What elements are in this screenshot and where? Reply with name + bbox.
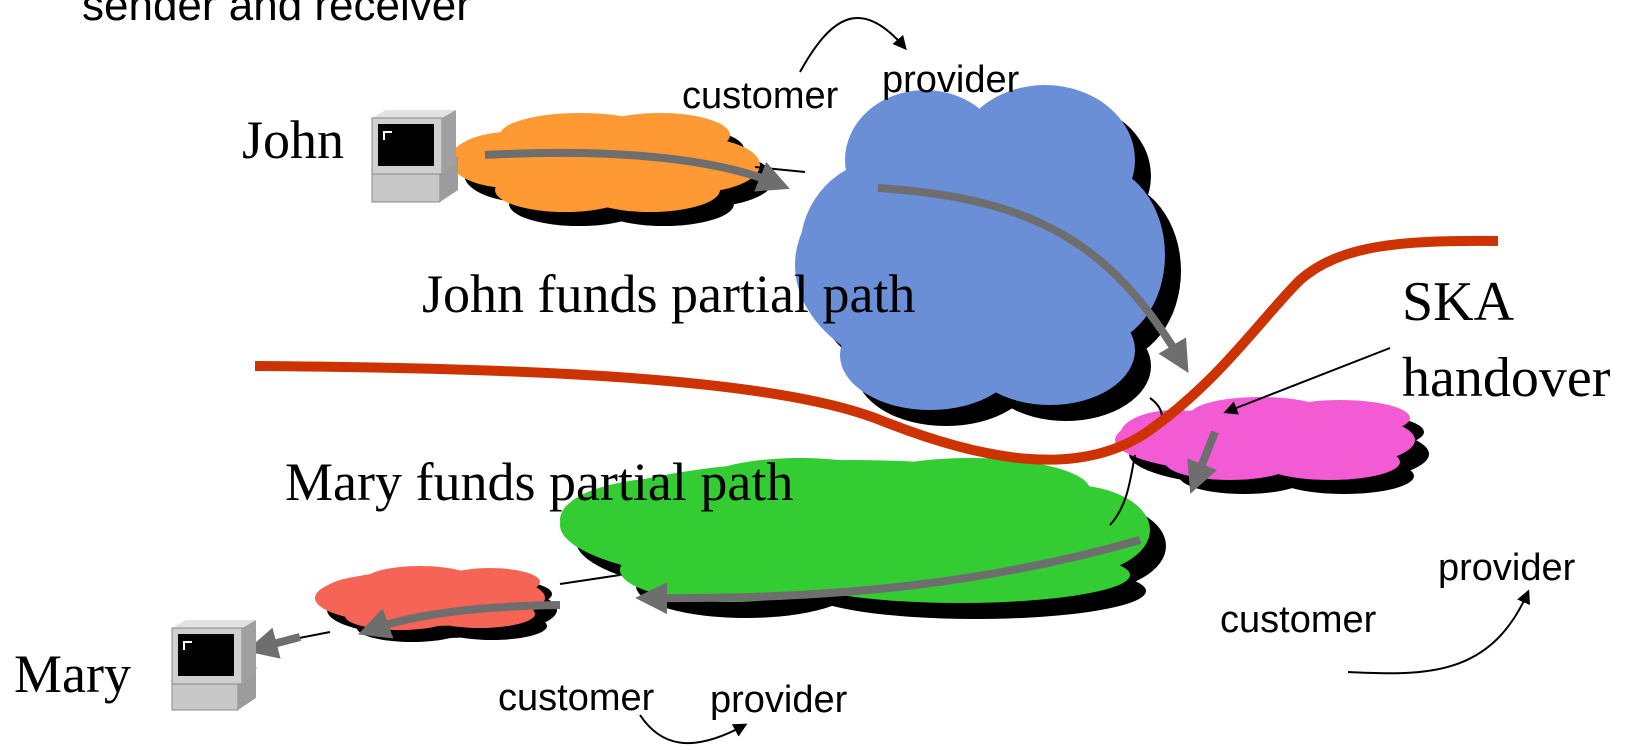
path-arrow-blue [877,184,1189,374]
mary-computer-icon [170,620,258,711]
path-arrow-pink [1187,430,1219,494]
path-arrow-orange [484,148,790,192]
right-customer-label: customer [1220,599,1377,641]
funding-boundary-line [254,235,1499,465]
john-computer-icon [370,110,460,203]
path-arrow-green [635,536,1142,615]
customer-provider-arrow-right [1347,589,1530,675]
pink-cloud [1115,397,1429,494]
path-arrow-red [357,601,561,639]
bottom-customer-label: customer [498,677,655,719]
orange-cloud [450,113,774,226]
john-funds-caption: John funds partial path [422,264,915,324]
top-customer-label: customer [682,75,839,117]
ska-handover-arrow [1223,347,1391,415]
page-heading: sender and receiver [82,0,471,30]
right-provider-label: provider [1438,547,1576,589]
john-label: John [242,110,344,170]
ska-label: SKA [1402,271,1515,333]
link-pink-green [1109,454,1136,526]
path-arrow-mary [245,627,302,659]
link-green-red [559,574,621,585]
blue-cloud [795,85,1181,426]
customer-provider-arrow-bottom [639,714,748,745]
bottom-provider-label: provider [710,679,848,721]
red-cloud [315,566,557,642]
mary-funds-caption: Mary funds partial path [285,452,793,512]
customer-provider-arrow-top [799,17,907,73]
top-provider-label: provider [882,59,1020,101]
handover-label: handover [1402,347,1611,409]
mary-label: Mary [14,644,131,704]
